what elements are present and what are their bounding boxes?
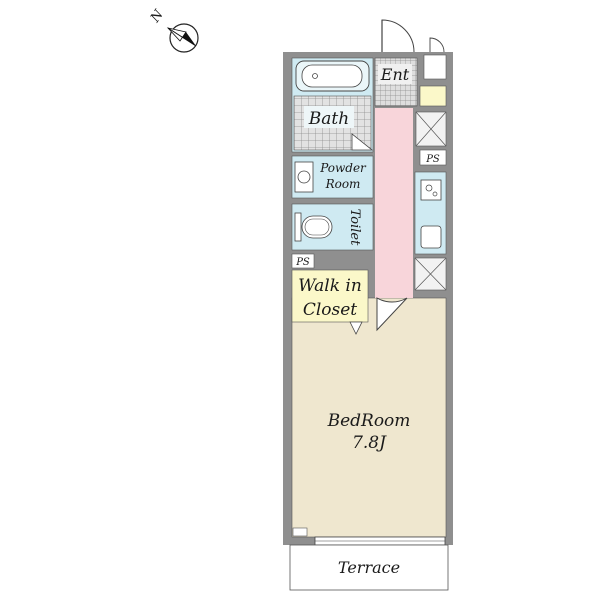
walk-in-label-line1: Walk in [298, 276, 362, 296]
bath-label-bg [304, 106, 354, 128]
toilet-seat [304, 218, 330, 236]
walk-in-label-line2: Closet [303, 300, 357, 320]
entrance-label: Ent [380, 65, 410, 84]
bedroom-door[interactable] [376, 297, 408, 332]
fridge-cross-top [415, 111, 447, 147]
terrace [289, 544, 449, 591]
bedroom-label: BedRoom [327, 411, 411, 431]
bathtub-inner [301, 64, 363, 88]
toilet-label: Toilet [347, 209, 362, 246]
toilet-bowl [301, 215, 333, 239]
wash-basin-bowl [297, 170, 311, 184]
terrace-label: Terrace [338, 558, 400, 577]
hall-strip [409, 108, 413, 298]
walk-in-closet [291, 269, 369, 323]
ps-left-box [291, 253, 315, 269]
ps-right-box [419, 149, 447, 166]
wash-basin [294, 161, 314, 193]
drain-icon [312, 73, 318, 79]
bedroom-size-label: 7.8J [352, 433, 387, 453]
toilet-tank [294, 212, 302, 242]
ps-top-label: PS [425, 154, 440, 165]
north-arrow-icon [166, 23, 199, 53]
entrance-label-bg [378, 64, 412, 84]
stove-burner-2 [432, 191, 438, 197]
fridge-cross-bottom [414, 257, 447, 291]
aircon-box [292, 527, 308, 537]
sink-icon [420, 225, 442, 249]
entrance-door[interactable] [381, 19, 415, 53]
entrance-right-box [419, 85, 447, 107]
shoe-cabinet-door[interactable] [429, 37, 445, 53]
bedroom-floor [291, 297, 447, 538]
bath-door[interactable] [351, 133, 374, 151]
powder-room-label-line1: Powder [319, 161, 367, 175]
powder-room-label-line2: Room [325, 177, 361, 191]
shoe-box [423, 54, 447, 80]
closet-door[interactable] [349, 321, 363, 335]
hall-floor [375, 108, 409, 298]
compass-label: N [147, 7, 167, 26]
ps-left-label: PS [295, 257, 310, 268]
stove-burner [425, 184, 433, 192]
bath-label: Bath [308, 109, 349, 129]
